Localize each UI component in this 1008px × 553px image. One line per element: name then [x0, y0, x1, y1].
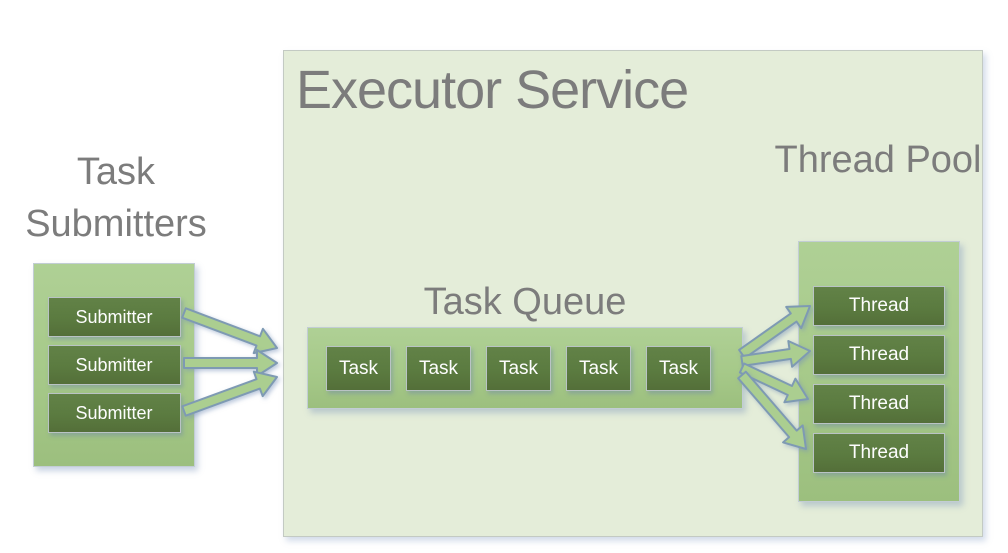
task-submitters-label: Task Submitters: [25, 151, 207, 246]
task-box: Task: [406, 346, 471, 391]
task-submitters-container: Submitter Submitter Submitter: [33, 263, 195, 467]
arrow-submitter2-to-queue: [183, 349, 278, 377]
task-box: Task: [566, 346, 631, 391]
task-box: Task: [646, 346, 711, 391]
thread-pool-container: Thread Thread Thread Thread: [798, 241, 960, 502]
thread-box: Thread: [813, 335, 945, 375]
arrow-submitter3-to-queue: [181, 370, 278, 417]
task-box: Task: [326, 346, 391, 391]
thread-pool-label: Thread Pool: [774, 139, 982, 181]
submitter-box: Submitter: [47, 393, 181, 433]
executor-service-title: Executor Service: [296, 60, 689, 120]
task-queue-container: Task Task Task Task Task: [307, 327, 743, 409]
thread-box: Thread: [813, 433, 945, 473]
thread-box: Thread: [813, 286, 945, 326]
submitter-box: Submitter: [47, 297, 181, 337]
submitter-box: Submitter: [47, 345, 181, 385]
thread-box: Thread: [813, 384, 945, 424]
task-queue-label: Task Queue: [423, 281, 627, 323]
task-box: Task: [486, 346, 551, 391]
arrow-submitter1-to-queue: [181, 307, 278, 355]
